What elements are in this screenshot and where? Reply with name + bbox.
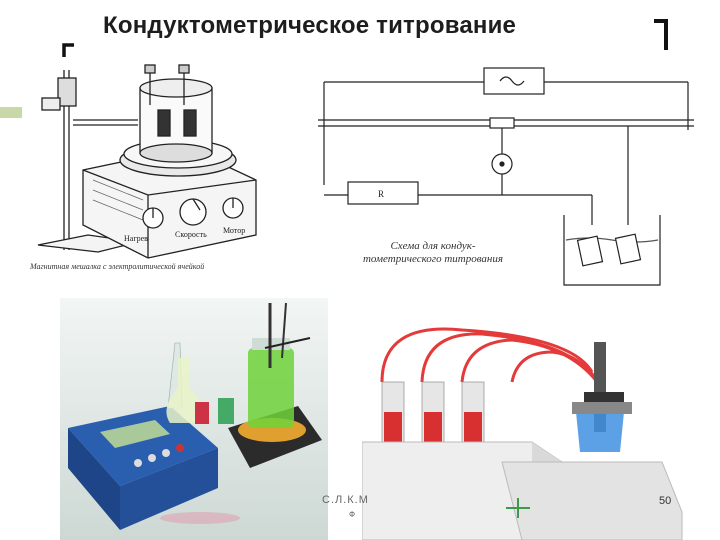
resistor-label: R xyxy=(378,189,384,199)
footer-sub: Ф xyxy=(349,510,356,519)
page-number: 50 xyxy=(659,495,672,507)
knob-label-speed: Скорость xyxy=(175,230,207,239)
scheme-caption: Схема для кондук- тометрического титрова… xyxy=(318,240,548,266)
slide-title: Кондуктометрическое титрование xyxy=(103,12,517,39)
conductometer-photo xyxy=(60,298,328,540)
magnetic-stirrer-drawing: Нагрев Скорость Мотор xyxy=(28,60,290,275)
stirrer-caption: Магнитная мешалка с электролитической яч… xyxy=(30,262,205,271)
scheme-caption-line1: Схема для кондук- xyxy=(390,240,476,252)
knob-label-heat: Нагрев xyxy=(124,234,148,243)
corner-bracket-left-icon xyxy=(62,43,74,57)
corner-bracket-right-icon xyxy=(654,19,668,50)
knob-label-motor: Мотор xyxy=(223,226,245,235)
titration-circuit-scheme: R xyxy=(308,60,700,292)
left-accent-bar xyxy=(0,107,22,118)
titrator-photo xyxy=(362,312,700,540)
scheme-caption-line2: тометрического титрования xyxy=(362,253,504,265)
footer-text: С.Л.К.М xyxy=(322,494,369,506)
